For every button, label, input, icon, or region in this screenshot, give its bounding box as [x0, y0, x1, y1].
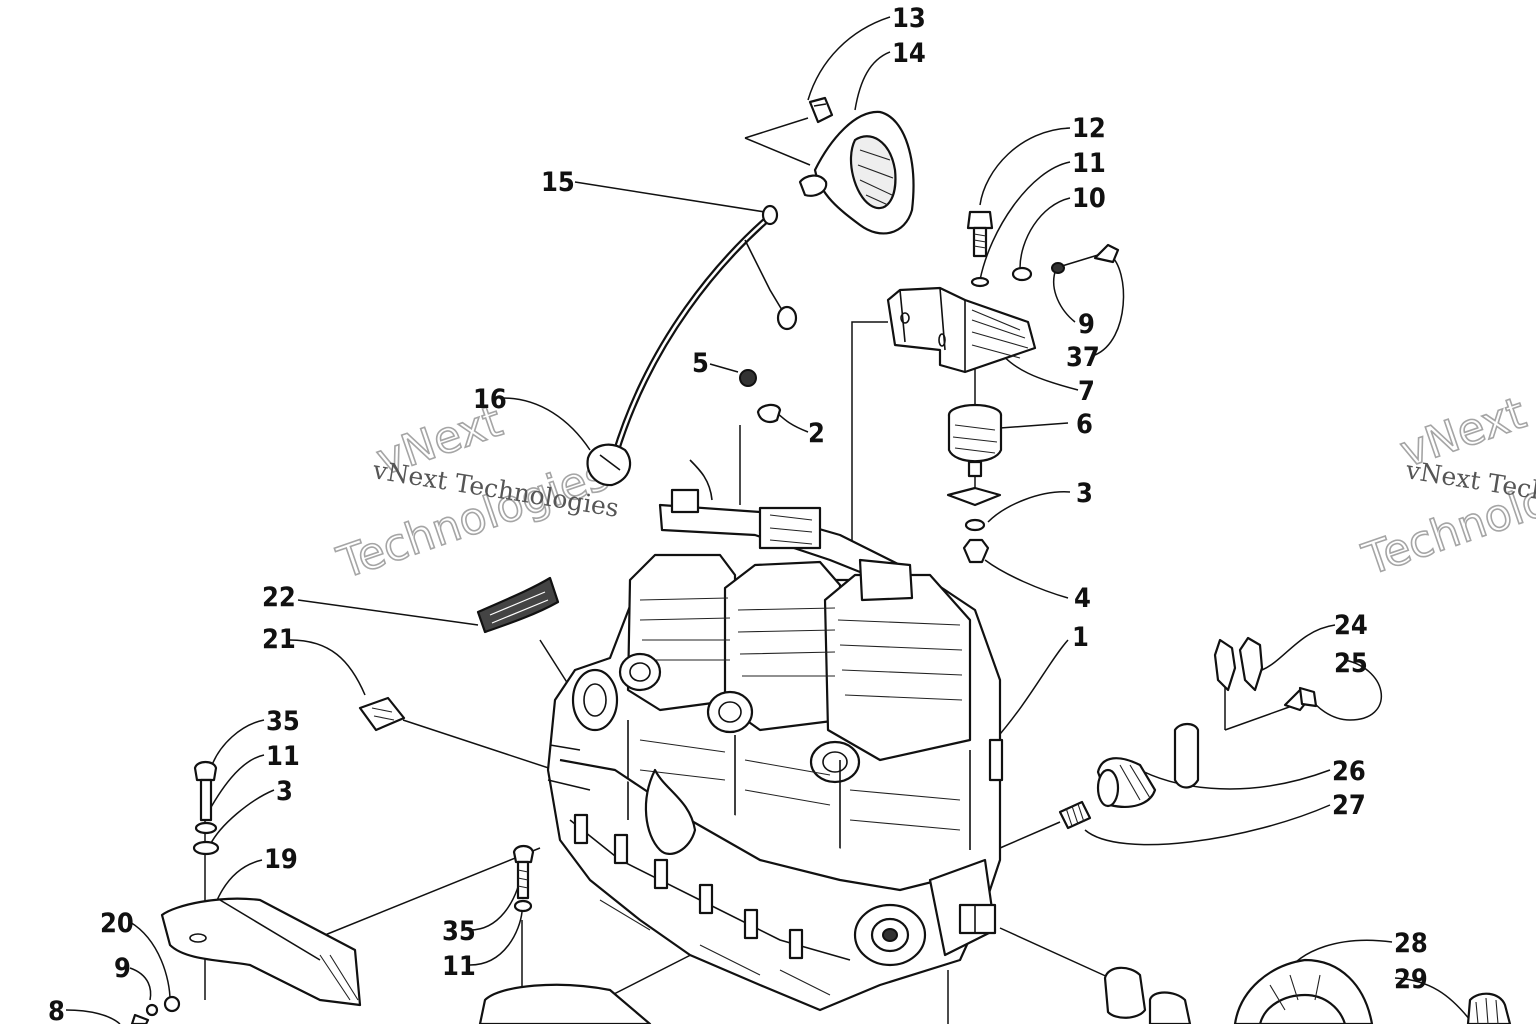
- part-stud-27: [1058, 800, 1092, 830]
- part-small-20-9-8: [130, 995, 181, 1024]
- part-decal-22: [476, 576, 560, 634]
- callout-7: 7: [1078, 376, 1095, 407]
- callout-2: 2: [808, 418, 825, 449]
- callout-6: 6: [1076, 409, 1093, 440]
- part-engine-1: [546, 459, 1004, 1012]
- part-plate-bottom: [478, 983, 652, 1024]
- part-rope-guide-16: [586, 443, 632, 487]
- callout-28: 28: [1394, 928, 1428, 959]
- part-plate-19: [160, 897, 362, 1007]
- callout-35-middle: 35: [442, 916, 476, 947]
- part-rubber-mount-26: [1096, 757, 1157, 808]
- callout-5: 5: [692, 348, 709, 379]
- part-mount-bracket-7: [886, 286, 1037, 374]
- part-bracket-plate: [1173, 722, 1200, 789]
- part-drive-clutch-28: [1233, 958, 1374, 1024]
- callout-9-left: 9: [114, 953, 131, 984]
- callout-10: 10: [1072, 183, 1106, 214]
- part-washers-10-11: [970, 243, 1120, 288]
- callout-4: 4: [1074, 583, 1091, 614]
- part-washer-nut-right: [946, 486, 1002, 564]
- watermark-center: vNext Technologies vNext Technologies: [330, 395, 621, 590]
- callout-11-middle: 11: [442, 951, 476, 982]
- part-spacer-2: [756, 403, 782, 423]
- part-starter-rope-15: [611, 204, 798, 457]
- callout-1: 1: [1072, 622, 1089, 653]
- callout-3-right: 3: [1076, 478, 1093, 509]
- part-tag-21: [358, 696, 406, 732]
- callout-25: 25: [1334, 648, 1368, 679]
- callout-26: 26: [1332, 756, 1366, 787]
- part-clip-13: [808, 96, 834, 124]
- callout-9-top: 9: [1078, 309, 1095, 340]
- part-bushing-bottom: [1103, 966, 1192, 1024]
- part-handle-14: [798, 110, 915, 235]
- callout-35-left: 35: [266, 706, 300, 737]
- callout-20: 20: [100, 908, 134, 939]
- watermark-right: vNext Technologies vNext Technologies: [1355, 387, 1536, 587]
- callout-29: 29: [1394, 964, 1428, 995]
- callout-21: 21: [262, 624, 296, 655]
- callout-3-left: 3: [276, 776, 293, 807]
- callout-labels: 13 14 15 12 11 10 9 37 7 6 3 4 5 2 16 22…: [48, 3, 1428, 1024]
- part-nut-5: [739, 369, 757, 387]
- part-bolt-35-left: [192, 760, 220, 856]
- part-bolt-12: [966, 210, 994, 258]
- part-29: [1466, 992, 1512, 1024]
- callout-14: 14: [892, 38, 926, 69]
- callout-19: 19: [264, 844, 298, 875]
- callout-15: 15: [541, 167, 575, 198]
- callout-11-left: 11: [266, 741, 300, 772]
- part-clip-24: [1213, 636, 1264, 692]
- callout-27: 27: [1332, 790, 1366, 821]
- callout-24: 24: [1334, 610, 1368, 641]
- part-bolt-25: [1283, 686, 1318, 712]
- callout-12: 12: [1072, 113, 1106, 144]
- callout-37: 37: [1066, 342, 1100, 373]
- part-rubber-mount-6: [947, 403, 1003, 478]
- callout-22: 22: [262, 582, 296, 613]
- callout-11-top: 11: [1072, 148, 1106, 179]
- part-bolt-35-middle: [512, 844, 535, 913]
- callout-13: 13: [892, 3, 926, 34]
- callout-16: 16: [473, 384, 507, 415]
- callout-8: 8: [48, 996, 65, 1024]
